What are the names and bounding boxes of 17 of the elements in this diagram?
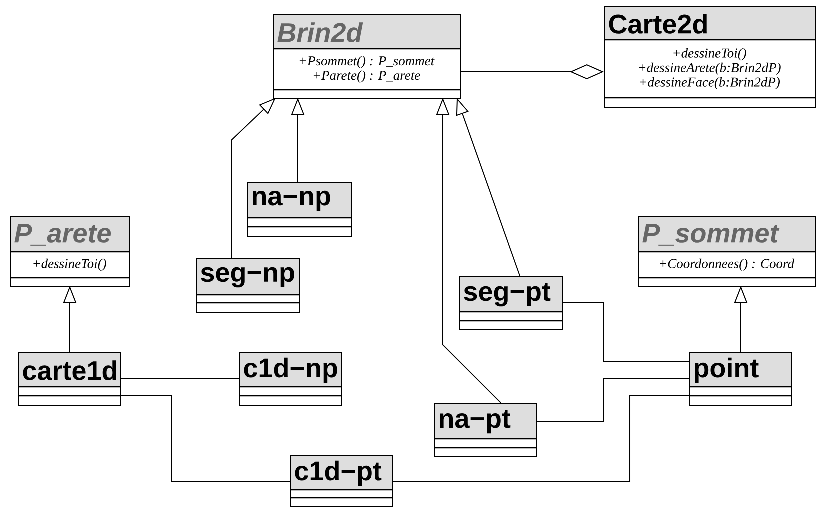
class-box: Brin2d +Psommet() : P_sommet +Parete() : P_arete bbox=[273, 14, 462, 100]
class-box: Carte2d +dessineToi() +dessineArete(b:Brin2dP) +dessineFace(b:Brin2dP) bbox=[604, 6, 816, 108]
association-line bbox=[120, 396, 290, 482]
class-box: c1d−np bbox=[239, 352, 342, 406]
class-box: carte1d bbox=[18, 352, 122, 406]
association-line bbox=[536, 378, 690, 422]
association-line bbox=[562, 302, 690, 362]
class-box: c1d−pt bbox=[290, 455, 394, 507]
class-box: seg−np bbox=[196, 258, 300, 314]
class-box: na−np bbox=[247, 182, 352, 238]
class-box: P_arete +dessineToi() bbox=[10, 216, 130, 288]
class-box: na−pt bbox=[434, 403, 538, 458]
association-line bbox=[392, 396, 690, 482]
class-box: seg−pt bbox=[459, 276, 564, 330]
class-box: P_sommet +Coordonnees() : Coord bbox=[638, 216, 816, 288]
class-box: point bbox=[689, 352, 792, 406]
association-line bbox=[120, 378, 240, 380]
